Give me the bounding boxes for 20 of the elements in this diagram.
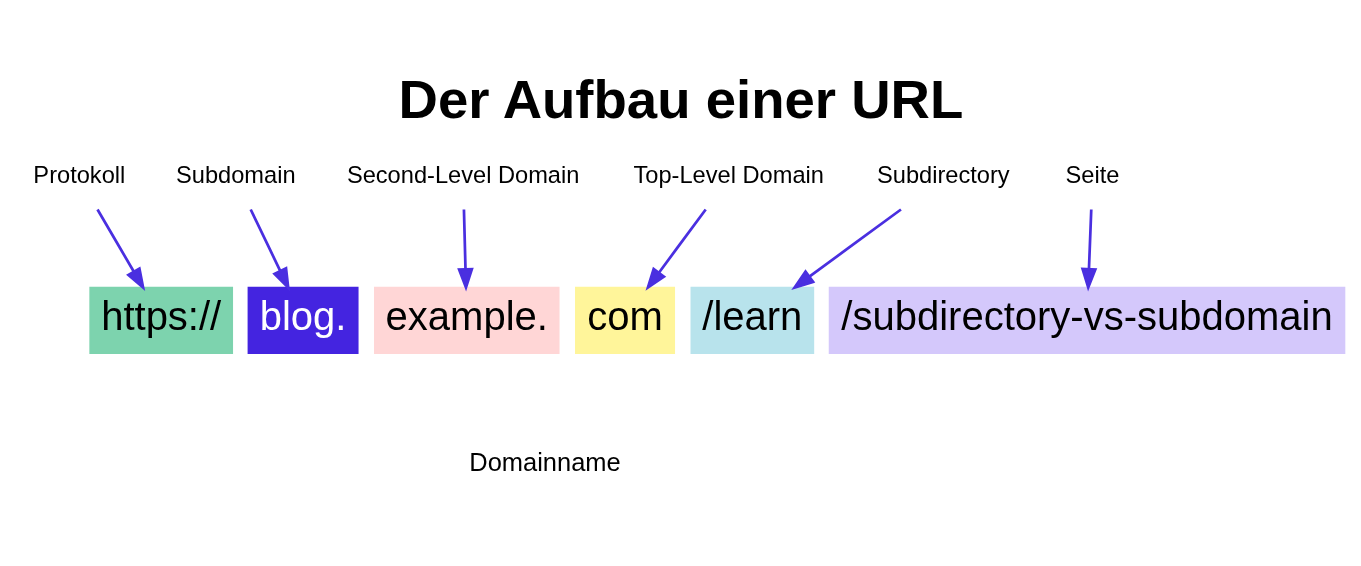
- node-box: /subdirectory-vs-subdomain: [828, 286, 1346, 354]
- arrow: [1080, 209, 1098, 292]
- arrow: [645, 208, 707, 291]
- node-box: blog.: [247, 286, 359, 354]
- diagram-title: Der Aufbau einer URL: [398, 69, 964, 131]
- node-text: Subdirectory: [877, 161, 1010, 188]
- node-text: Top-Level Domain: [633, 161, 824, 188]
- node-text: Seite: [1065, 161, 1120, 188]
- node-text: Protokoll: [33, 161, 126, 188]
- node-box: example.: [374, 286, 560, 354]
- arrow: [96, 208, 146, 292]
- arrow: [791, 208, 902, 290]
- node-text: Second-Level Domain: [346, 161, 580, 188]
- node-box: /learn: [690, 286, 815, 354]
- arrow: [249, 208, 290, 292]
- arrow: [457, 209, 474, 292]
- node-box: com: [575, 286, 676, 354]
- label: Domainname: [469, 447, 621, 476]
- node-box: https://: [89, 286, 234, 354]
- node-text: Subdomain: [176, 161, 296, 188]
